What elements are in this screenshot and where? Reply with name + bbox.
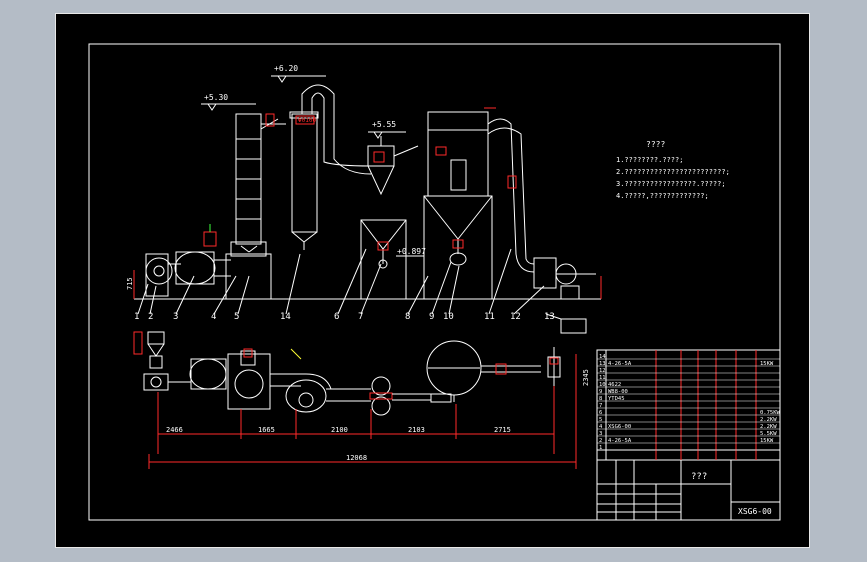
drying-tower	[225, 113, 286, 300]
elevation-555-text: +5.55	[372, 120, 396, 129]
note-line-4: 4.?????,?????????????;	[616, 192, 709, 200]
dim-715: 715	[126, 270, 135, 299]
elevation-0897-text: +0.897	[397, 247, 426, 256]
parts-row-no: 10	[599, 382, 606, 388]
parts-row-desc: WB8-00	[608, 389, 628, 395]
note-line-2: 2.????????????????????????;	[616, 168, 730, 176]
parts-row-no: 9	[599, 389, 602, 395]
callout-2: 2	[148, 312, 153, 322]
dim-2715: 2715	[494, 426, 511, 434]
cad-drawing: +5.30 +6.20 Φ0100	[88, 43, 781, 521]
title-name: ???	[691, 472, 707, 482]
callout-14: 14	[280, 312, 291, 322]
parts-row-no: 2	[599, 438, 602, 444]
callout-1: 1	[134, 312, 139, 322]
small-cyclone	[367, 136, 419, 196]
parts-row-note: 5.5KW	[760, 431, 777, 437]
elevation-530-text: +5.30	[204, 93, 228, 102]
elevation-620-text: +6.20	[274, 64, 298, 73]
callout-7: 7	[358, 312, 363, 322]
plan-dimensions: 2466 1665 2100 2103 2715 12068 2345	[148, 354, 590, 469]
parts-row-no: 8	[599, 396, 602, 402]
parts-row-no: 13	[599, 361, 606, 367]
callout-4: 4	[211, 312, 216, 322]
plan-view	[133, 331, 561, 416]
duct-arch	[301, 84, 372, 175]
air-heater	[174, 224, 231, 285]
tall-cyclone	[289, 111, 319, 250]
parts-row-desc: 4-26-5A	[608, 438, 632, 444]
parts-row-no: 12	[599, 368, 606, 374]
dim-2100: 2100	[331, 426, 348, 434]
parts-row-no: 7	[599, 403, 602, 409]
notes-title: ????	[646, 140, 665, 149]
callout-9: 9	[429, 312, 434, 322]
cad-model-viewport[interactable]: +5.30 +6.20 Φ0100	[55, 13, 810, 548]
support-frame-left	[360, 219, 407, 300]
dim-2103: 2103	[408, 426, 425, 434]
item-13-box	[560, 318, 587, 334]
parts-row-no: 3	[599, 431, 602, 437]
dim-2466: 2466	[166, 426, 183, 434]
title-block: ??? XSG6-00	[596, 349, 781, 521]
parts-row-desc: YTD45	[608, 396, 625, 402]
technical-notes: ???? 1.????????.????; 2.????????????????…	[616, 140, 730, 200]
parts-row-no: 14	[599, 354, 606, 360]
dim-1665: 1665	[258, 426, 275, 434]
parts-row-desc: XSG6-00	[608, 424, 631, 430]
note-line-3: 3.?????????????????.?????;	[616, 180, 726, 188]
exhaust-fan	[533, 257, 602, 300]
elevation-620: +6.20	[271, 64, 326, 83]
parts-row-note: 15KW	[760, 361, 774, 367]
callout-12: 12	[510, 312, 521, 322]
elevation-view: +5.30 +6.20 Φ0100	[126, 64, 602, 334]
parts-row-note: 2.2KW	[760, 417, 777, 423]
callout-10: 10	[443, 312, 454, 322]
dim-2345: 2345	[582, 369, 590, 386]
callout-3: 3	[173, 312, 178, 322]
callouts: 1 2 3 4 5 14 6 7 8 9 10 11 12 13	[134, 312, 555, 322]
callout-6: 6	[334, 312, 339, 322]
parts-row-desc: 4622	[608, 382, 621, 388]
diameter-dim: Φ0100	[298, 117, 316, 124]
callout-11: 11	[484, 312, 495, 322]
callout-8: 8	[405, 312, 410, 322]
elevation-0897: +0.897	[396, 247, 426, 257]
parts-row-no: 1	[599, 445, 602, 451]
note-line-1: 1.????????.????;	[616, 156, 683, 164]
return-duct	[484, 107, 535, 273]
parts-row-no: 6	[599, 410, 602, 416]
parts-row-note: 0.75KW	[760, 410, 781, 416]
parts-row-desc: 4-26-5A	[608, 361, 632, 367]
callout-5: 5	[234, 312, 239, 322]
parts-row-note: 2.2KW	[760, 424, 777, 430]
callout-13: 13	[544, 312, 555, 322]
leader-lines	[137, 248, 562, 320]
parts-row-note: 15KW	[760, 438, 774, 444]
drawing-number: XSG6-00	[738, 507, 772, 516]
elevation-555: +5.55	[368, 120, 406, 139]
dim-715-text: 715	[126, 277, 134, 290]
parts-row-no: 11	[599, 375, 606, 381]
dim-12068: 12068	[346, 454, 367, 462]
parts-row-no: 5	[599, 417, 602, 423]
drawing-frame	[88, 43, 781, 521]
inlet-blower	[145, 253, 181, 297]
bag-filter	[423, 111, 493, 300]
elevation-530: +5.30	[201, 93, 256, 111]
parts-row-no: 4	[599, 424, 603, 430]
